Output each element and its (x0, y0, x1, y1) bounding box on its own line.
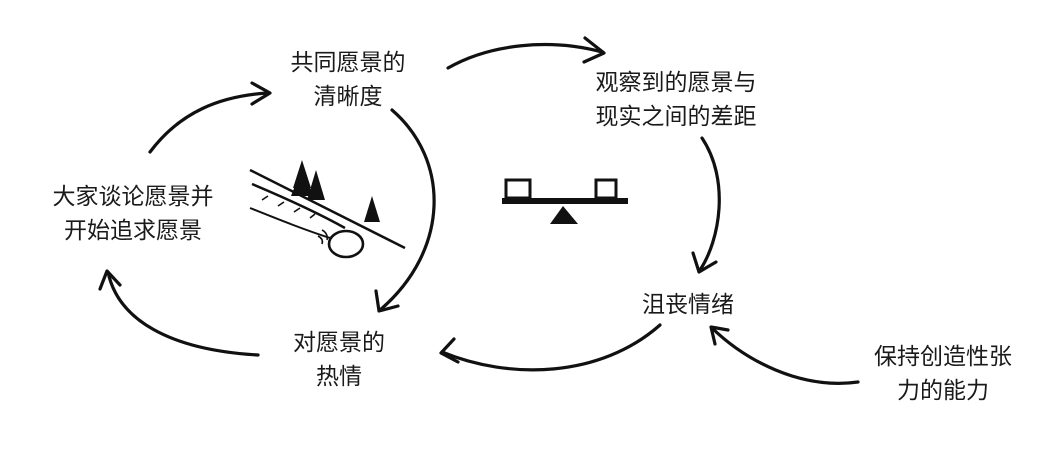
node-shared-vision-clarity: 共同愿景的 清晰度 (264, 46, 432, 114)
node-line: 保持创造性张 (874, 344, 1012, 370)
node-line: 共同愿景的 (290, 50, 406, 76)
node-line: 沮丧情绪 (642, 292, 734, 318)
snowball-hill-icon (249, 160, 406, 259)
node-line: 开始追求愿景 (64, 218, 202, 244)
arrow-clarity-to-enthusiasm (374, 108, 436, 313)
node-line: 现实之间的差距 (595, 104, 757, 130)
node-line: 观察到的愿景与 (595, 70, 757, 96)
arrow-clarity-to-gap (446, 36, 606, 70)
node-enthusiasm: 对愿景的 热情 (264, 326, 414, 394)
arrow-enthusiasm-to-discuss (98, 269, 260, 357)
node-frustration: 沮丧情绪 (628, 288, 748, 322)
arrow-capacity-to-frustration (709, 325, 860, 385)
arrow-frustration-to-enthusiasm (439, 323, 662, 372)
node-line: 对愿景的 (293, 330, 385, 356)
node-discuss-pursue-vision: 大家谈论愿景并 开始追求愿景 (28, 180, 238, 248)
node-line: 力的能力 (897, 378, 989, 404)
arrow-gap-to-frustration (691, 136, 721, 274)
balance-scale-icon (502, 178, 628, 224)
node-creative-tension-capacity: 保持创造性张 力的能力 (858, 340, 1028, 408)
node-line: 热情 (316, 364, 362, 390)
node-gap-vision-reality: 观察到的愿景与 现实之间的差距 (568, 66, 784, 134)
arrow-discuss-to-clarity (148, 81, 272, 154)
node-line: 清晰度 (313, 84, 383, 110)
node-line: 大家谈论愿景并 (52, 184, 214, 210)
